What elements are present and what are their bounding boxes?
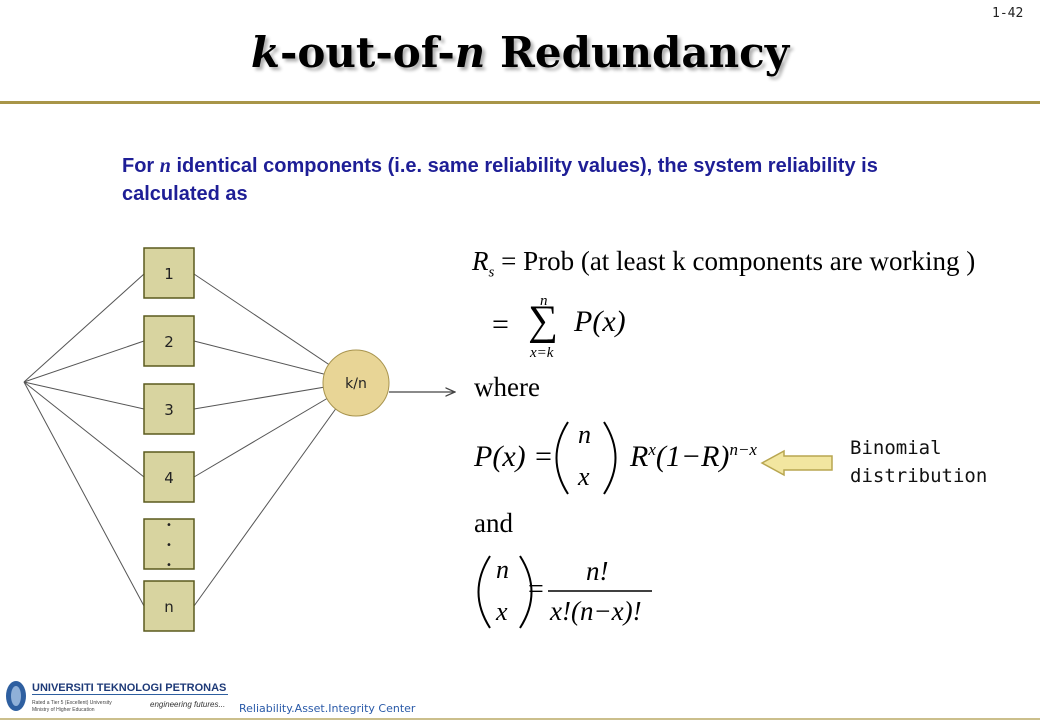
callout-arrow-icon [760,449,833,477]
fraction-numerator: n! [586,556,609,586]
logo-university-name: UNIVERSITI TEKNOLOGI PETRONAS [32,682,226,694]
title-divider [0,101,1040,104]
logo-ministry: Ministry of Higher Education [32,707,95,713]
component-label-1: 1 [164,265,174,283]
input-connectors [23,273,145,607]
intro-part1: For [122,155,160,177]
connector-out-1 [193,273,356,383]
component-block-2: 2 [143,315,195,367]
component-label-2: 2 [164,333,174,351]
binom-left-paren [555,421,569,495]
sum-lower-limit: x=k [530,345,554,361]
binomial-rhs: Rx(1−R)n−x [630,440,757,474]
sum-upper-limit: n [540,293,548,309]
binomial-callout: Binomial distribution [850,434,987,490]
connector-in-1 [23,273,145,383]
sum-equals-sign: = [492,308,509,341]
binomial-r: R [630,440,649,473]
sum-expression: P(x) [574,305,626,338]
comb-bottom: x [496,597,508,626]
output-connectors [193,273,356,607]
binomial-exp-nx: n−x [729,440,757,459]
binomial-one-minus-r: (1−R) [655,440,730,473]
footer-divider [0,718,1040,720]
where-text: where [474,372,540,402]
component-block-3: 3 [143,383,195,435]
title-rest: Redundancy [485,28,790,77]
comb-right-paren [519,555,533,629]
sigma-symbol: ∑ [528,298,558,344]
component-block-n: n [143,580,195,632]
slide-title: k-out-of-n Redundancy [0,28,1040,77]
component-block-1: 1 [143,247,195,299]
logo-tagline: engineering futures... [150,700,225,709]
slide-number: 1-42 [992,6,1024,21]
and-text: and [474,508,513,538]
component-block-ellipsis: • • • [143,518,195,571]
rs-definition: = Prob (at least k components are workin… [501,246,976,276]
binom-right-paren [603,421,617,495]
component-block-4: 4 [143,451,195,503]
component-label-n: n [164,598,174,616]
rs-symbol: R [472,246,489,276]
comb-equals-sign: = [528,574,544,605]
fraction-denominator: x!(n−x)! [550,596,642,626]
connector-in-4 [23,381,145,478]
footer-center-name: Reliability.Asset.Integrity Center [239,702,416,715]
ellipsis-dot-1: • [166,520,172,531]
intro-n-variable: n [159,155,171,177]
rs-equation: Rs = Prob (at least k components are wor… [472,246,975,281]
component-label-4: 4 [164,469,174,487]
voter-node: k/n [322,349,390,417]
connector-in-3 [23,381,145,410]
ellipsis-dot-3: • [166,560,172,571]
title-k: k [250,28,280,77]
connector-in-2 [23,340,145,383]
comb-left-paren [477,555,491,629]
binomial-exp-x: x [648,440,656,459]
title-n: n [454,28,486,77]
title-mid: -out-of- [279,28,455,77]
logo-rating: Rated a Tier 5 (Excellent) University [32,700,112,706]
university-logo: UNIVERSITI TEKNOLOGI PETRONAS Rated a Ti… [6,681,228,713]
intro-part2: identical components (i.e. same reliabil… [122,155,878,205]
voter-label: k/n [345,376,367,392]
connector-out-n [193,381,356,607]
binomial-lhs: P(x) = [474,440,554,473]
comb-top: n [496,555,509,584]
binomial-coef-top: n [578,420,591,449]
callout-line-1: Binomial [850,437,942,459]
callout-line-2: distribution [850,465,988,487]
intro-text: For n identical components (i.e. same re… [122,152,922,208]
component-label-3: 3 [164,401,174,419]
rs-subscript: s [488,264,495,281]
connector-in-n [23,381,145,607]
ellipsis-dot-2: • [166,540,172,551]
binomial-coef-bottom: x [578,462,590,491]
